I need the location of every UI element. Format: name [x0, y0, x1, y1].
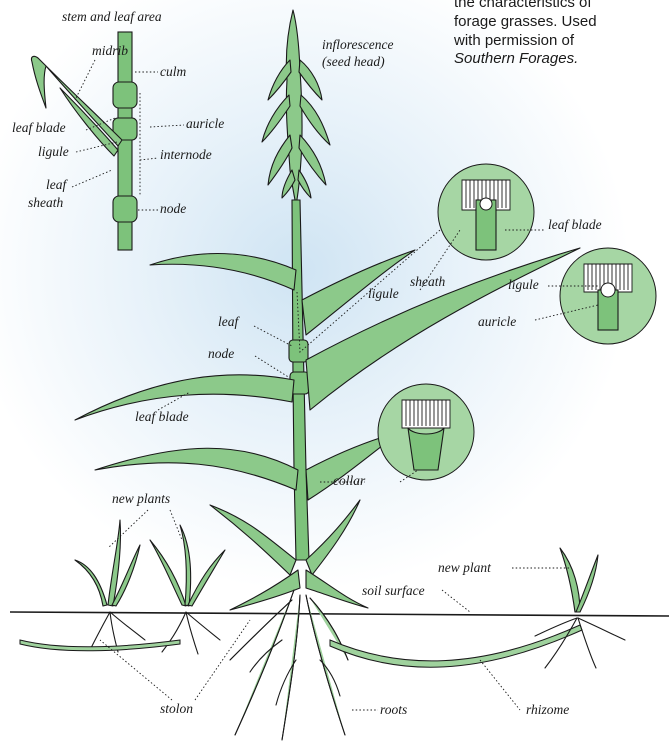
label-leaf-sheath-1: leaf — [46, 178, 66, 193]
label-auricle-right: auricle — [478, 315, 516, 330]
label-leaf-sheath-2: sheath — [28, 196, 63, 211]
label-stem-and-leaf-area: stem and leaf area — [62, 10, 162, 25]
label-sheath: sheath — [410, 275, 445, 290]
detail-circle-right — [560, 248, 656, 344]
label-inflorescence-1: inflorescence — [322, 38, 393, 53]
label-auricle-top: auricle — [186, 117, 224, 132]
caption-line-3: with permission of — [454, 32, 669, 51]
caption-line-1: the characteristics of — [454, 0, 669, 13]
new-plants-left — [20, 520, 225, 654]
label-stolon: stolon — [160, 702, 193, 717]
detail-circle-top — [438, 164, 534, 260]
label-leaf-blade-right: leaf blade — [548, 218, 602, 233]
label-node-mid: node — [208, 347, 234, 362]
new-plant-right — [535, 548, 625, 668]
label-leaf-blade-left: leaf blade — [135, 410, 189, 425]
label-new-plants: new plants — [112, 492, 170, 507]
label-ligule-top: ligule — [38, 145, 69, 160]
caption-source-text: Southern Forages. — [454, 50, 578, 67]
label-collar: collar — [333, 474, 365, 489]
label-internode: internode — [160, 148, 212, 163]
label-leaf: leaf — [218, 315, 238, 330]
label-soil-surface: soil surface — [362, 584, 425, 599]
label-leaf-blade-top: leaf blade — [12, 121, 66, 136]
label-new-plant: new plant — [438, 561, 491, 576]
inflorescence — [262, 10, 330, 205]
label-culm: culm — [160, 65, 186, 80]
figure-caption: the characteristics of forage grasses. U… — [454, 0, 669, 69]
label-rhizome: rhizome — [526, 703, 569, 718]
main-roots — [230, 590, 348, 740]
label-midrib: midrib — [92, 44, 128, 59]
detail-circle-collar — [378, 384, 474, 480]
caption-source: Southern Forages. — [454, 50, 669, 69]
label-node-top: node — [160, 202, 186, 217]
label-roots: roots — [380, 703, 407, 718]
caption-line-2: forage grasses. Used — [454, 13, 669, 32]
label-ligule-mid: ligule — [368, 287, 399, 302]
label-inflorescence-2: (seed head) — [322, 55, 385, 70]
label-ligule-right: ligule — [508, 278, 539, 293]
stem-detail — [31, 32, 137, 250]
main-plant — [75, 10, 582, 740]
